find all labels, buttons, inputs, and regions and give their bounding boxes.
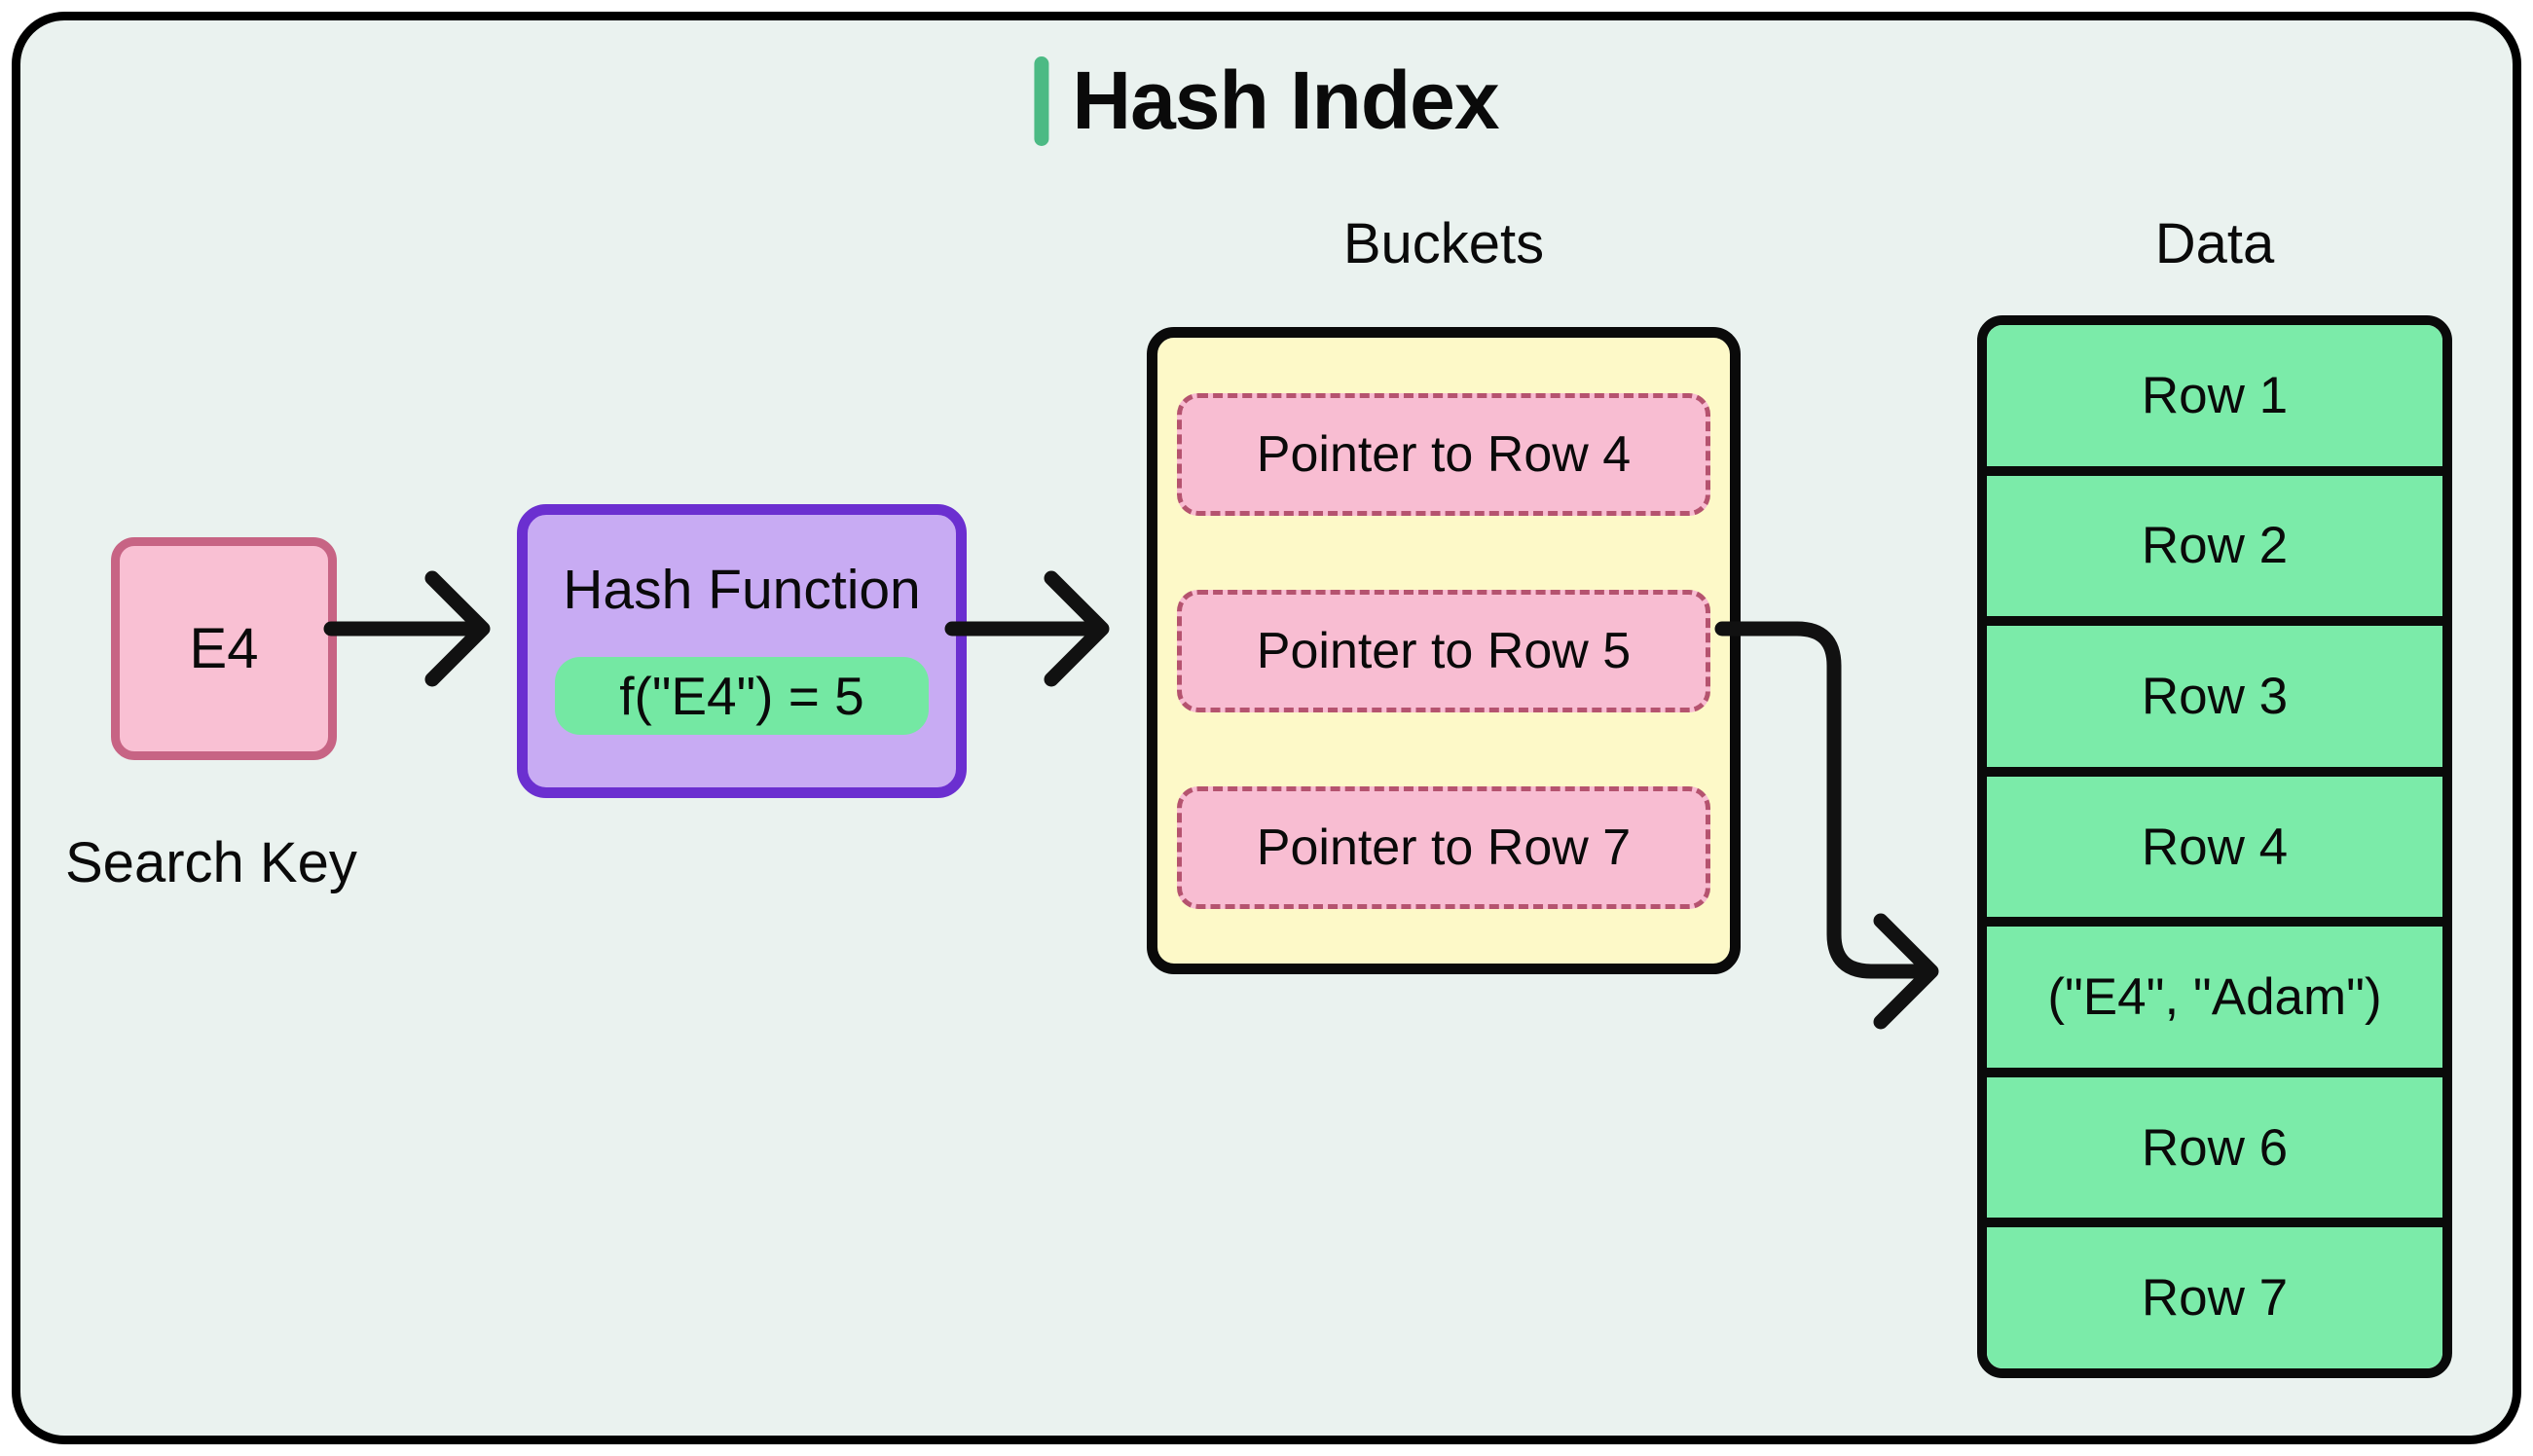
title-accent-bar xyxy=(1034,55,1049,146)
search-key-box: E4 xyxy=(111,537,337,760)
buckets-section-label: Buckets xyxy=(1342,212,1545,275)
table-row-3: Row 3 xyxy=(1987,626,2442,777)
table-row-5-match: ("E4", "Adam") xyxy=(1987,927,2442,1077)
diagram-title: Hash Index xyxy=(1034,54,1500,148)
bucket-pointer-row7: Pointer to Row 7 xyxy=(1177,785,1710,909)
bucket-pointer-row5: Pointer to Row 5 xyxy=(1177,589,1710,712)
hash-function-result-pill: f("E4") = 5 xyxy=(555,657,929,735)
table-row-6: Row 6 xyxy=(1987,1076,2442,1228)
hash-function-box: Hash Function f("E4") = 5 xyxy=(517,504,967,798)
bucket-pointer-row4: Pointer to Row 4 xyxy=(1177,392,1710,516)
data-section-label: Data xyxy=(2154,212,2275,275)
search-key-value: E4 xyxy=(189,617,259,680)
table-row-2: Row 2 xyxy=(1987,475,2442,627)
table-row-4: Row 4 xyxy=(1987,776,2442,928)
buckets-box: Pointer to Row 4 Pointer to Row 5 Pointe… xyxy=(1147,327,1741,974)
table-row-1: Row 1 xyxy=(1987,325,2442,476)
diagram-card: Hash Index Buckets Data E4 Search Key Ha… xyxy=(12,12,2521,1444)
hash-function-label: Hash Function xyxy=(563,559,921,621)
table-row-7: Row 7 xyxy=(1987,1227,2442,1368)
search-key-caption: Search Key xyxy=(65,831,357,894)
data-table: Row 1 Row 2 Row 3 Row 4 ("E4", "Adam") R… xyxy=(1977,315,2452,1378)
page-title: Hash Index xyxy=(1072,55,1499,146)
